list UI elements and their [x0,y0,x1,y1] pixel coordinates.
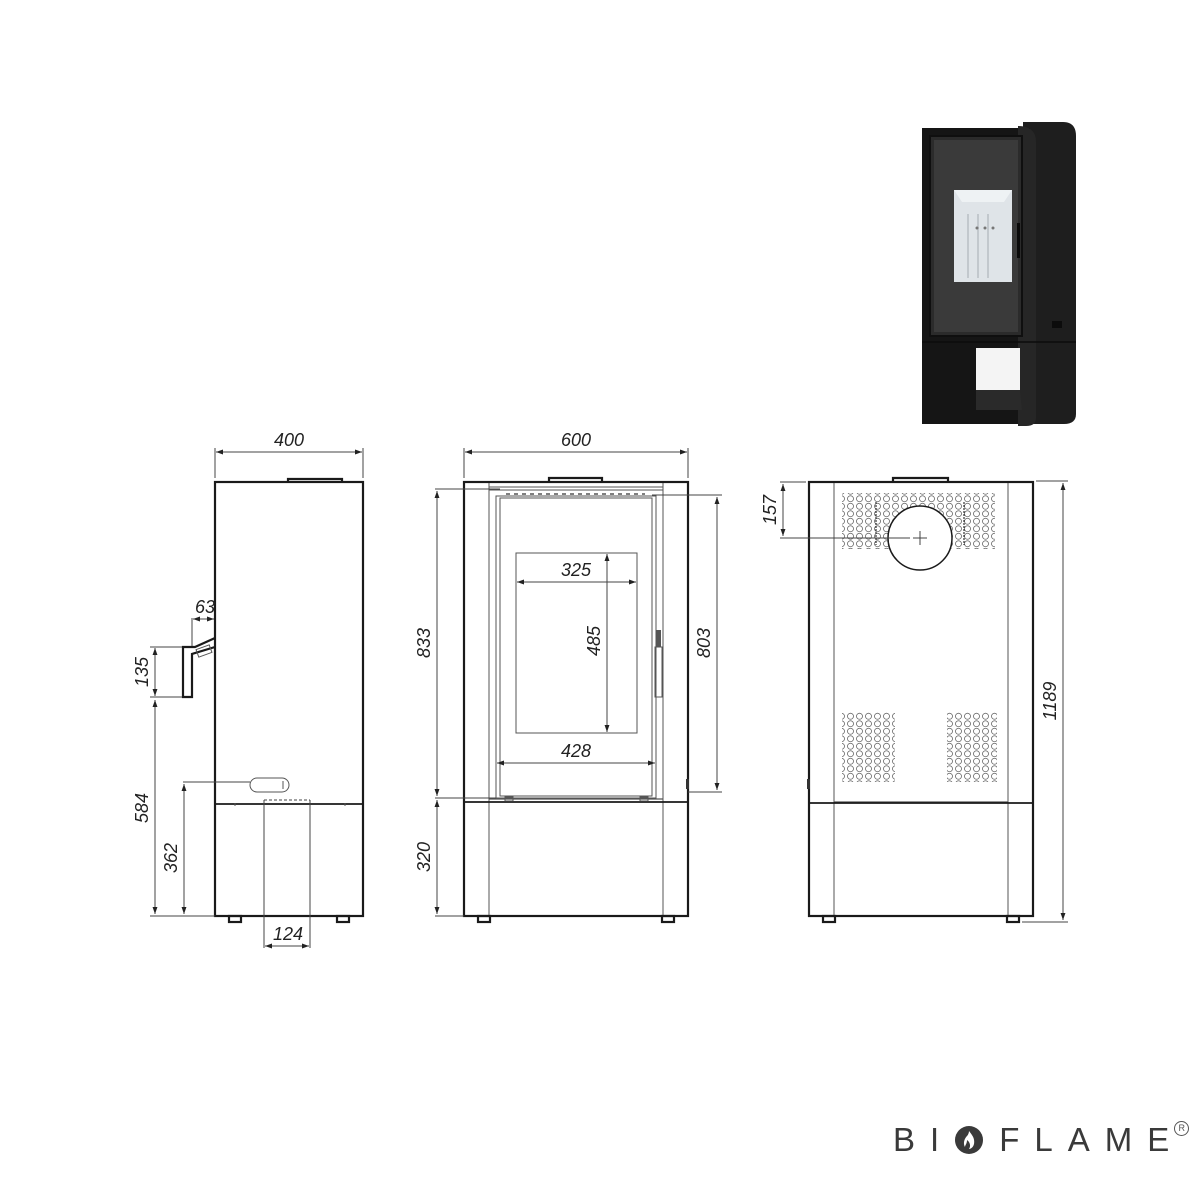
brand-name-suffix: FLAME [999,1121,1185,1158]
brand-logo: BI FLAME R [893,1120,1190,1160]
dim-flue-height: 135 [132,656,152,687]
dim-total-height: 1189 [1040,682,1060,721]
back-view: 157 1189 [760,476,1068,924]
dim-flue-center-from-top: 157 [760,494,780,525]
dim-glass-height: 485 [584,625,604,656]
brand-name-prefix: BI [893,1121,955,1158]
dim-door-height: 803 [694,628,714,658]
dim-door-width: 428 [561,741,591,761]
dim-base-height: 320 [414,842,434,872]
front-view: 600 325 485 428 833 320 803 [414,430,722,924]
product-photo [922,122,1076,426]
dim-front-width: 600 [561,430,591,450]
dim-air-intake-height: 362 [161,843,181,873]
dim-flue-offset: 63 [195,597,215,617]
dim-glass-width: 325 [561,560,592,580]
dim-body-height: 833 [414,628,434,658]
side-view: 400 63 135 584 362 124 [132,430,365,949]
registered-mark: R [1174,1120,1190,1136]
dim-flue-to-floor: 584 [132,793,152,823]
flame-in-circle-icon [955,1126,984,1154]
dim-side-width: 400 [274,430,304,450]
dim-air-intake-width: 124 [273,924,303,944]
